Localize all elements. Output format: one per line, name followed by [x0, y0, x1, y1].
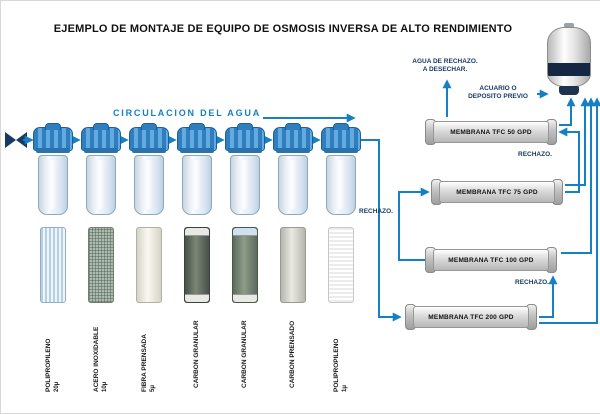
feed-to-membrane-200 [359, 139, 402, 322]
housing-body [86, 155, 116, 215]
housing-cap [33, 127, 73, 153]
filter-housing-5 [225, 127, 265, 215]
housing-cap [129, 127, 169, 153]
membrane-label: MEMBRANA TFC 50 GPD [450, 128, 532, 136]
housing-body [278, 155, 308, 215]
permeate-line-4 [539, 97, 600, 324]
filter-housing-2 [81, 127, 121, 215]
housing-body [326, 155, 356, 215]
note-line: RECHAZO. [518, 151, 552, 158]
housing-body [230, 155, 260, 215]
housing-cap [81, 127, 121, 153]
pressure-tank [547, 23, 591, 95]
permeate-line-1 [559, 97, 576, 126]
filter-housing-6 [273, 127, 313, 215]
membrane-label: MEMBRANA TFC 75 GPD [456, 188, 538, 196]
housing-cap [225, 127, 265, 153]
permeate-line-2 [565, 97, 590, 186]
membrane-tfc-100gpd: MEMBRANA TFC 100 GPD [425, 247, 557, 273]
note-line: RECHAZO. [359, 208, 393, 215]
filter-name: FIBRA PRENSADA [141, 334, 148, 392]
membrane-body: MEMBRANA TFC 50 GPD [433, 121, 549, 143]
water-circulation-label: CIRCULACION DEL AGUA [113, 108, 261, 118]
cartridge-polypropylene-20 [40, 227, 66, 303]
note-line: ACUARIO O [479, 85, 517, 92]
note-aquarium: ACUARIO O DEPOSITO PREVIO [459, 85, 537, 101]
housing-body [182, 155, 212, 215]
reject-75-to-50 [558, 127, 580, 193]
tank-stand [559, 86, 579, 95]
cartridge-pressed-carbon [280, 227, 306, 303]
cartridge-polypropylene-1 [328, 227, 354, 303]
filter-housing-1 [33, 127, 73, 215]
housing-body [134, 155, 164, 215]
filter-name: POLIPROPILENO [45, 338, 52, 392]
membrane-body: MEMBRANA TFC 100 GPD [433, 249, 549, 271]
note-reject-2: RECHAZO. [351, 208, 401, 216]
membrane-body: MEMBRANA TFC 200 GPD [413, 306, 529, 328]
reject-100-to-75 [398, 187, 430, 261]
cartridge-granular-carbon-1 [184, 227, 210, 303]
membrane-tfc-75gpd: MEMBRANA TFC 75 GPD [431, 179, 563, 205]
permeate-line-3 [561, 97, 596, 254]
note-line: AGUA DE RECHAZO. [412, 58, 478, 65]
membrane-label: MEMBRANA TFC 100 GPD [448, 256, 534, 264]
note-reject-3: RECHAZO. [507, 279, 557, 287]
note-line: RECHAZO. [515, 279, 549, 286]
housing-cap [177, 127, 217, 153]
cartridge-granular-carbon-2 [232, 227, 258, 303]
housing-cap [321, 127, 361, 153]
cartridge-stainless-steel [88, 227, 114, 303]
membrane-label: MEMBRANA TFC 200 GPD [428, 313, 514, 321]
note-reject-discard: AGUA DE RECHAZO. A DESECHAR. [397, 58, 493, 74]
filter-micron: 1μ [342, 384, 348, 392]
note-line: A DESECHAR. [422, 66, 468, 73]
filter-housing-3 [129, 127, 169, 215]
note-reject-1: RECHAZO. [507, 151, 563, 159]
filter-name: POLIPROPILENO [333, 338, 340, 392]
tank-brand-band [548, 63, 590, 76]
page-title: EJEMPLO DE MONTAJE DE EQUIPO DE OSMOSIS … [53, 23, 513, 35]
cartridge-pressed-fiber [136, 227, 162, 303]
membrane-body: MEMBRANA TFC 75 GPD [439, 181, 555, 203]
membrane-tfc-50gpd: MEMBRANA TFC 50 GPD [425, 119, 557, 145]
filter-name: ACERO INOXIDABLE [93, 326, 100, 392]
filter-housing-7 [321, 127, 361, 215]
housing-cap [273, 127, 313, 153]
membrane-tfc-200gpd: MEMBRANA TFC 200 GPD [405, 304, 537, 330]
reject-200-to-100 [539, 275, 558, 318]
flow-arrows [23, 79, 600, 324]
housing-body [38, 155, 68, 215]
filter-housing-4 [177, 127, 217, 215]
tank-fitting [564, 23, 574, 29]
tank-body [547, 27, 591, 87]
note-line: DEPOSITO PREVIO [468, 93, 528, 100]
inlet-valve-icon [5, 132, 27, 148]
